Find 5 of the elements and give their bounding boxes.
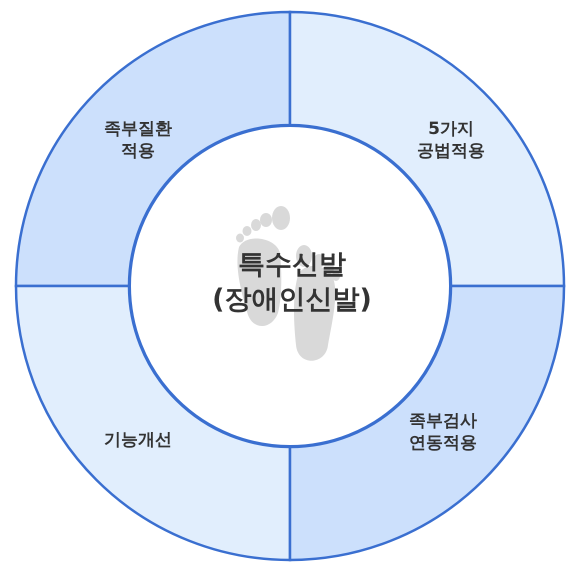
center-title: 특수신발 (장애인신발)	[211, 248, 373, 318]
segment-label: 족부검사 연동적용	[408, 410, 478, 454]
segment-label: 족부질환 적용	[103, 118, 173, 162]
segment-label: 기능개선	[103, 429, 173, 452]
segment-label: 5가지 공법적용	[416, 118, 486, 162]
